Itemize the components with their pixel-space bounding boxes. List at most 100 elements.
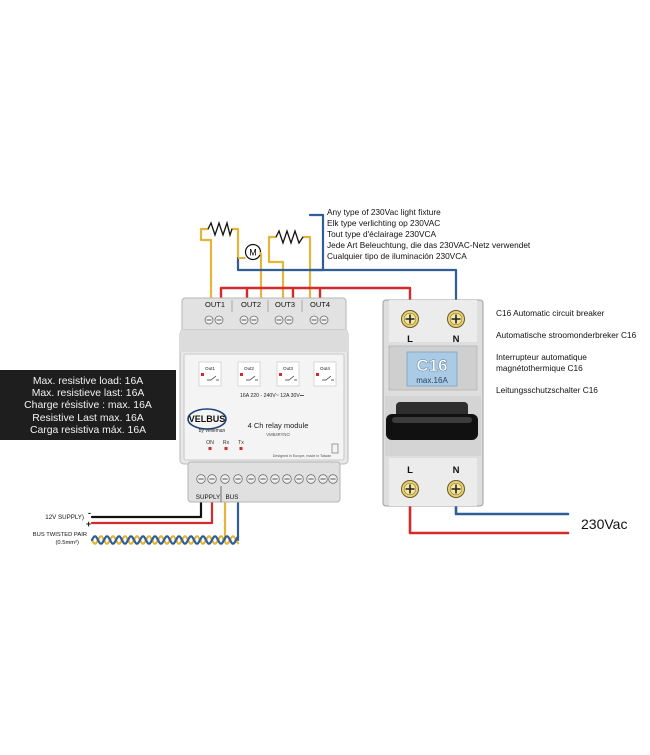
load-spec-es: Carga resistiva máx. 16A [29,424,147,436]
breaker-rating-window [406,351,458,387]
breaker-max-text: max.16A [416,376,448,385]
led-tx-label: Tx [238,440,244,446]
velbus-logo-swoosh-icon [187,408,227,430]
breaker-screw-1-cross-icon [405,314,415,324]
load-spec-fr: Charge résistive : max. 16A [24,400,152,412]
module-shoulder [180,330,348,352]
load-spec-en: Max. resistive load: 16A [32,376,144,387]
channel-4-contact-icon [322,375,334,381]
brand-name: VELBUS [189,414,226,424]
channel-3-led [279,373,282,376]
input-screw-2 [207,474,217,484]
module-footer: Designed in Europe, made in Taiwan [273,454,331,458]
wire-supply-minus [90,476,203,519]
bus-label-sub: (0.5mm²) [55,540,79,546]
mains-label: 230Vac [581,516,627,532]
out4-screw-2 [319,315,329,325]
channel-4-label: Out4 [320,366,330,371]
wire-neutral-breaker [308,268,458,304]
out1-screw-1 [204,315,214,325]
breaker-desc-en: C16 Automatic circuit breaker [496,308,605,318]
loads: M [207,220,304,261]
wire-neutral-top [236,213,325,272]
breaker-screw-3-cross-icon [405,484,415,494]
out3-label: OUT3 [275,300,295,309]
input-screw-9 [294,474,304,484]
input-screw-1 [196,474,206,484]
channel-3-label: Out3 [283,366,293,371]
channel-3-window [276,361,300,387]
channel-1-label: Out1 [205,366,215,371]
breaker-top-n: N [453,334,460,345]
resistor-load-2-icon [275,228,304,246]
channel-4-window [313,361,337,387]
wire-fixture1-right [230,227,240,260]
channel-2-label: Out2 [244,366,254,371]
velbus-logo: VELBUS by velleman [187,408,227,434]
out2-screw-2 [249,315,259,325]
breaker-top-l: L [407,334,413,345]
supply-plus-sign: + [86,519,91,529]
channel-1-contact-icon [207,375,219,381]
channel-2-contact-icon [246,375,258,381]
circuit-breaker: L N L N C16 max.16A [382,299,484,507]
out3-screw-1 [274,315,284,325]
module-faceplate [183,353,345,461]
led-tx-indicator [239,447,243,450]
channel-2-led [240,373,243,376]
input-screw-4 [233,474,243,484]
led-rx-indicator [224,447,228,450]
wire-fixture1-left [199,227,213,307]
output-dividers [231,300,303,312]
channel-1-led [201,373,204,376]
load-spec-box: Max. resistive load: 16A Max. resistieve… [0,370,176,440]
fixture-text-es: Cualquier tipo de iluminación 230VCA [327,251,467,261]
fixture-text-block: Any type of 230Vac light fixture Elk typ… [327,207,530,262]
breaker-screw-4-cross-icon [451,484,461,494]
bus-label: BUS TWISTED PAIR [33,532,87,538]
input-screw-6 [258,474,268,484]
input-screw-10 [306,474,316,484]
module-model: VMB4RYNO [266,432,290,437]
waste-bin-icon [331,443,339,454]
breaker-bottom-l: L [407,465,413,476]
channel-2-window [237,361,261,387]
led-on-indicator [208,447,212,450]
motor-symbol: M [249,248,257,258]
input-screw-11 [318,474,328,484]
bus-twist-blue [90,535,240,545]
output-screw-terminals [204,315,329,325]
wire-fixture2-right [301,235,312,307]
status-leds: ON Rx Tx [206,440,244,450]
breaker-desc-de: Leitungsschutzschalter C16 [496,385,598,395]
sub-brand: by velleman [199,428,226,434]
wire-fixture2-left [267,235,285,307]
supply-label: 12V SUPPLY) [45,514,84,521]
module-title: 4 Ch relay module [248,421,309,430]
out2-screw-1 [239,315,249,325]
relay-channels: Out1 Out2 Out3 Out4 [198,361,337,387]
bus-terminal-label: BUS [226,494,239,501]
led-rx-label: Rx [223,440,230,446]
breaker-screw-3 [401,480,419,498]
breaker-screw-terminals [401,310,465,498]
breaker-screw-4 [447,480,465,498]
input-screw-3 [220,474,230,484]
channel-3-contact-icon [285,375,297,381]
wire-mains-live [408,498,570,535]
breaker-bottom-n: N [453,465,460,476]
breaker-toggle-highlight [392,417,472,423]
breaker-screw-1 [401,310,419,328]
wire-live-bus [219,286,412,307]
input-screw-5 [246,474,256,484]
resistor-load-1-icon [207,220,233,238]
motor-leads [238,252,262,259]
out1-label: OUT1 [205,300,225,309]
breaker-desc-fr-1: Interrupteur automatique [496,352,587,362]
fixture-text-fr: Tout type d'éclairage 230VCA [327,229,437,239]
breaker-screw-2-cross-icon [451,314,461,324]
breaker-bottom-block [389,458,477,506]
